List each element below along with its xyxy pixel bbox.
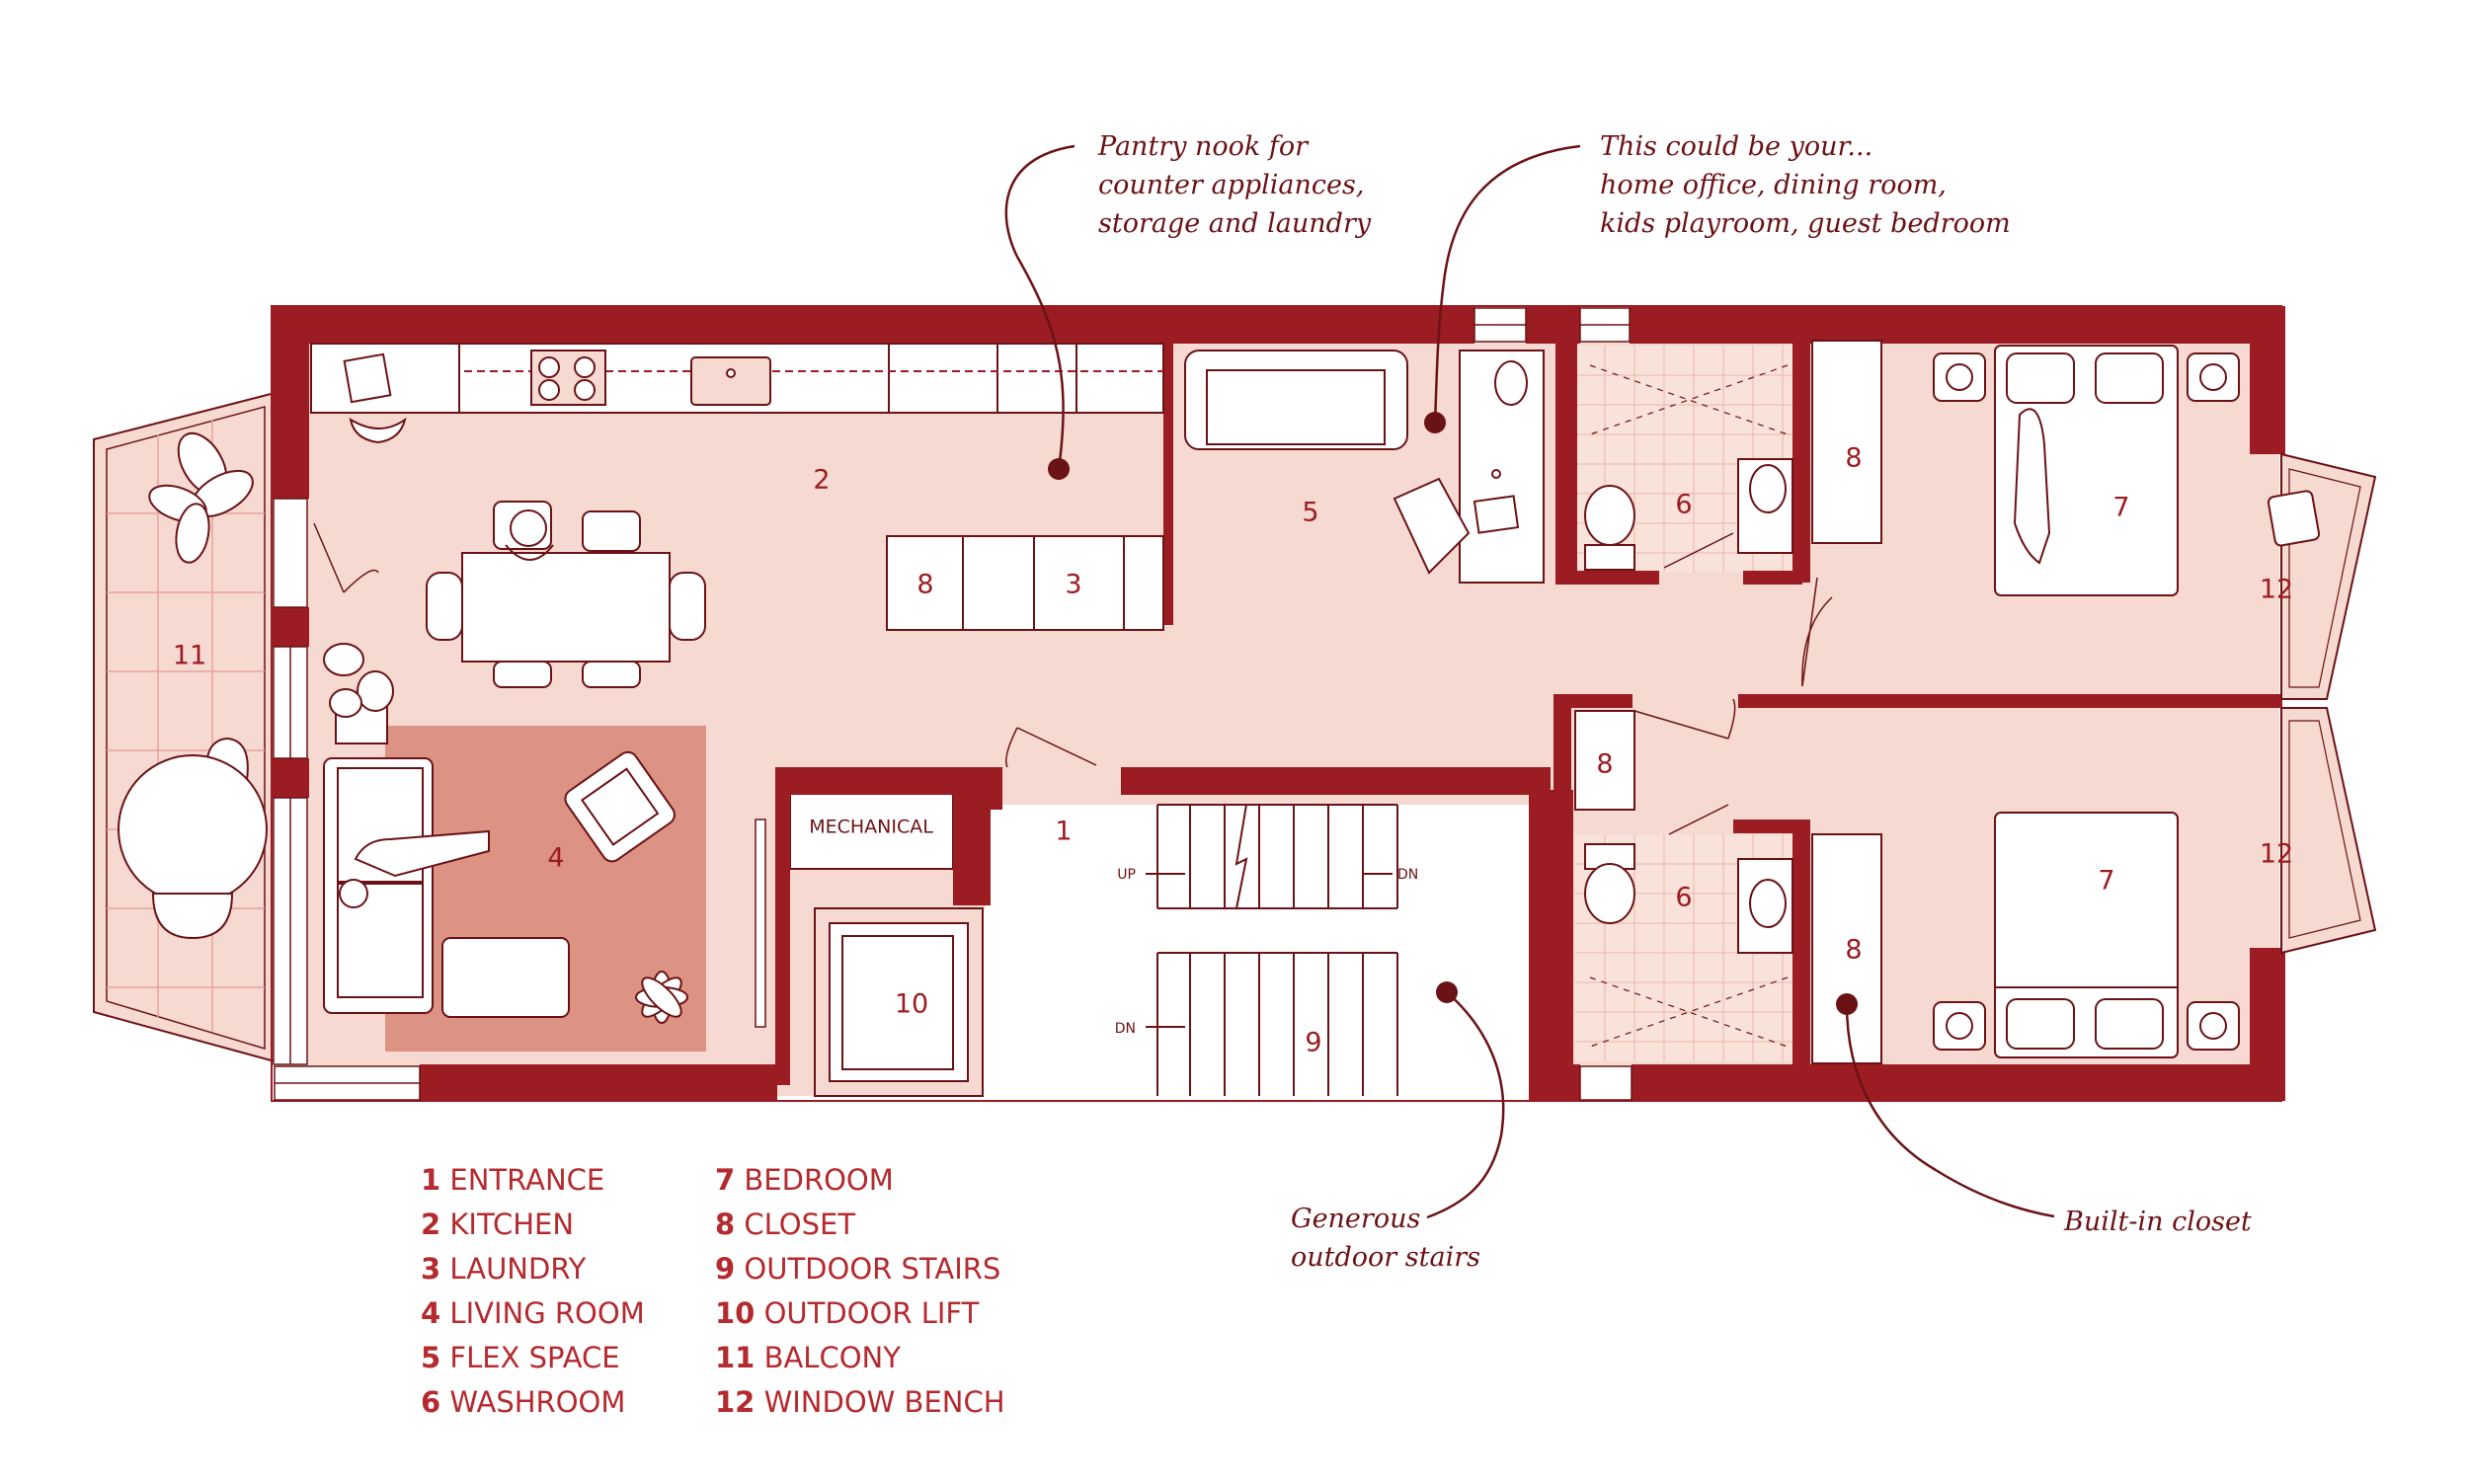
room-number-laundry: 3 [1065,570,1081,600]
room-number-closet-hall: 8 [1596,749,1613,780]
note-flex: This could be your... home office, dinin… [1600,131,2011,239]
note-pantry-line-2: counter appliances, [1098,170,1364,200]
room-number-bench-top: 12 [2260,575,2293,605]
dining-table [426,501,706,688]
room-number-washroom-top: 6 [1675,490,1692,520]
legend-item: 9 OUTDOOR STAIRS [715,1252,1000,1286]
walls [272,306,2285,1101]
note-stairs-line-1: Generous [1291,1204,1420,1234]
room-number-balcony: 11 [173,641,206,671]
living-armchair [564,750,676,863]
balcony-table-icon [118,737,268,940]
note-closet-line-1: Built-in closet [2063,1207,2252,1237]
room-number-bench-bottom: 12 [2260,839,2293,870]
room-numbers: 1 2 3 8 4 5 6 6 7 7 8 8 8 9 10 MECHANICA… [547,443,2129,1058]
legend-item: 11 BALCONY [715,1341,901,1374]
outdoor-lift [814,907,984,1097]
legend-item: 2 KITCHEN [421,1208,574,1241]
legend-item: 4 LIVING ROOM [421,1296,645,1330]
balcony-plant-icon [148,431,254,564]
room-number-outdoor-lift: 10 [895,989,928,1020]
room-number-outdoor-stairs: 9 [1305,1028,1321,1058]
note-stairs: Generous outdoor stairs [1291,1204,1480,1273]
mechanical-label: MECHANICAL [809,817,933,838]
outdoor-stairs [1146,804,1398,1096]
flex-sofa [1184,350,1408,450]
callout-leaders [1004,144,2055,1219]
living-plant-icon [323,643,394,744]
legend-item: 3 LAUNDRY [421,1252,587,1286]
stair-dn-left-label: DN [1115,1021,1136,1037]
room-number-closet-kitchen: 8 [916,570,933,600]
room-number-bedroom-top: 7 [2112,493,2129,523]
corner-plant-icon [635,971,688,1024]
room-number-kitchen: 2 [813,465,830,496]
washroom-bottom-fixtures [1584,843,1793,1048]
window-bench-bottom: 12 [2260,707,2377,955]
note-stairs-line-2: outdoor stairs [1291,1242,1480,1273]
kitchen-island [886,535,1164,631]
note-pantry: Pantry nook for counter appliances, stor… [1097,131,1372,239]
note-pantry-line-1: Pantry nook for [1097,131,1310,162]
legend-item: 5 FLEX SPACE [421,1341,620,1374]
bed-bottom [1933,812,2240,1058]
legend-item: 10 OUTDOOR LIFT [715,1296,980,1330]
legend-item: 6 WASHROOM [421,1385,625,1419]
flex-desk [1393,350,1545,584]
note-flex-line-2: home office, dining room, [1600,170,1947,200]
stair-up-label: UP [1117,867,1136,883]
room-number-closet-bottom: 8 [1845,935,1862,966]
note-closet: Built-in closet [2063,1207,2252,1237]
legend-item: 12 WINDOW BENCH [715,1385,1005,1419]
room-number-closet-top: 8 [1845,443,1862,474]
note-pantry-line-3: storage and laundry [1098,208,1372,239]
living-sofa [323,757,570,1018]
room-number-living: 4 [547,843,564,874]
closets [1574,340,1882,1064]
legend-item: 1 ENTRANCE [421,1163,604,1197]
balcony: 11 [93,391,276,1063]
room-number-bedroom-bottom: 7 [2098,866,2114,897]
room-number-entrance: 1 [1055,817,1072,847]
window-bench-top: 12 [2260,452,2377,700]
doors [313,522,1833,835]
room-number-flex: 5 [1302,498,1318,528]
legend-item: 8 CLOSET [715,1208,855,1241]
windows [273,307,1633,1101]
bed-top [1933,345,2240,596]
room-number-washroom-bottom: 6 [1675,883,1692,913]
note-flex-line-3: kids playroom, guest bedroom [1600,208,2011,239]
callout-dots [1048,412,1858,1015]
legend: 1 ENTRANCE 2 KITCHEN 3 LAUNDRY 4 LIVING … [421,1163,1005,1419]
legend-item: 7 BEDROOM [715,1163,894,1197]
kitchen-counter [310,343,1164,444]
washroom-top-fixtures [1584,364,1793,571]
note-flex-line-1: This could be your... [1600,131,1872,162]
stair-dn-right-label: DN [1397,867,1418,883]
